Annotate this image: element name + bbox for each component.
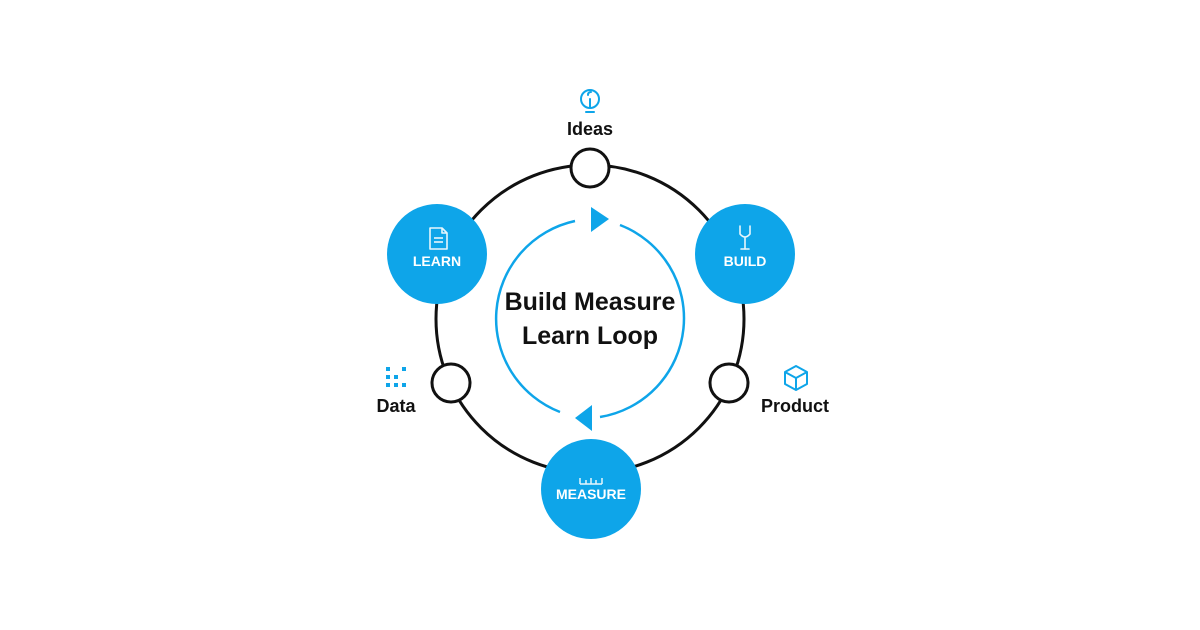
data-label: Data — [376, 396, 416, 416]
document-icon — [429, 227, 448, 250]
measure-stage: MEASURE — [541, 439, 641, 539]
build-stage: BUILD — [695, 204, 795, 304]
arrowhead-top — [591, 207, 609, 232]
product-label: Product — [761, 396, 829, 416]
arrowhead-bottom — [575, 405, 592, 431]
diagram-title-line2: Learn Loop — [522, 322, 658, 350]
build-stage-label: BUILD — [724, 253, 767, 269]
inner-loop-arc-top — [599, 223, 686, 419]
ruler-icon — [579, 478, 603, 485]
ideas-node — [569, 147, 611, 189]
grid-icon — [386, 367, 406, 387]
lightbulb-icon — [580, 89, 600, 113]
box-icon — [784, 365, 808, 391]
measure-stage-label: MEASURE — [556, 486, 626, 502]
diagram-title-line1: Build Measure — [505, 288, 676, 316]
ideas-label: Ideas — [567, 119, 613, 139]
inner-loop-arc-bottom — [494, 219, 576, 414]
wrench-icon — [739, 225, 751, 250]
data-node — [430, 362, 472, 404]
learn-stage: LEARN — [387, 204, 487, 304]
learn-stage-label: LEARN — [413, 253, 461, 269]
product-node — [708, 362, 750, 404]
